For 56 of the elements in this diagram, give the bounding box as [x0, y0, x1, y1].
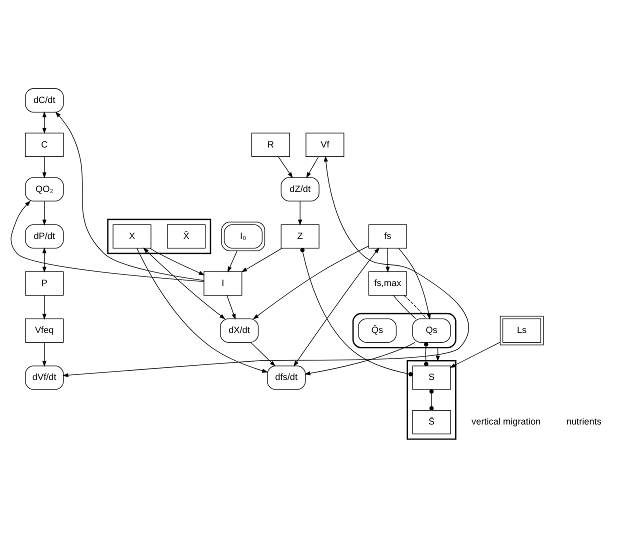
arrow: [304, 342, 416, 376]
node-box: S̄: [412, 410, 451, 434]
node-box: Ls: [500, 316, 544, 346]
node-box: Z: [280, 224, 320, 249]
node-box: Qs: [412, 318, 451, 343]
node-box: S: [412, 366, 451, 390]
connector: [424, 342, 428, 366]
arrow: [306, 156, 319, 178]
node-box: Vfeq: [25, 318, 64, 343]
node-box: X̄: [167, 224, 206, 249]
node-box: fs,max: [368, 271, 408, 296]
label: vertical migration: [472, 416, 541, 427]
arrow: [278, 156, 293, 178]
arrow: [42, 111, 46, 134]
node-box: X: [112, 224, 152, 249]
node-box: dVf/dt: [25, 366, 64, 390]
node-box: R: [251, 132, 290, 157]
node-box: P: [25, 271, 64, 296]
connector: [404, 295, 427, 320]
node-box: Vf: [306, 132, 344, 157]
arrow: [42, 156, 46, 178]
arrow: [298, 200, 302, 226]
arrow: [62, 156, 470, 378]
arrow: [226, 295, 236, 320]
arrow: [136, 248, 268, 373]
node-box: I: [204, 271, 242, 296]
arrow: [450, 342, 500, 368]
node-box: dP/dt: [25, 224, 64, 249]
arrow: [149, 248, 205, 276]
node-box: fs: [368, 224, 408, 249]
node-box: dX/dt: [220, 318, 259, 343]
node-box: Q̄s: [358, 318, 397, 343]
arrow: [241, 248, 282, 272]
connector: [429, 389, 434, 410]
connector: [300, 248, 413, 376]
arrow: [252, 246, 369, 320]
arrow: [42, 295, 46, 320]
arrow: [42, 200, 46, 226]
node-box: dZ/dt: [280, 177, 320, 202]
node-box: I₀: [221, 222, 266, 252]
arrow: [228, 250, 238, 272]
arrow: [55, 112, 204, 281]
arrow: [142, 248, 226, 320]
arrow: [42, 247, 46, 273]
arrow: [398, 248, 431, 320]
label: nutrients: [566, 416, 602, 427]
arrow: [386, 248, 390, 273]
connector: [393, 295, 416, 320]
arrow: [250, 342, 276, 367]
arrow: [10, 200, 204, 282]
node-box: dC/dt: [25, 88, 64, 112]
node-box: QO₂: [25, 177, 64, 202]
node-box: C: [25, 132, 64, 157]
arrow: [293, 247, 380, 367]
node-box: dfs/dt: [267, 366, 306, 390]
arrow: [42, 342, 46, 367]
